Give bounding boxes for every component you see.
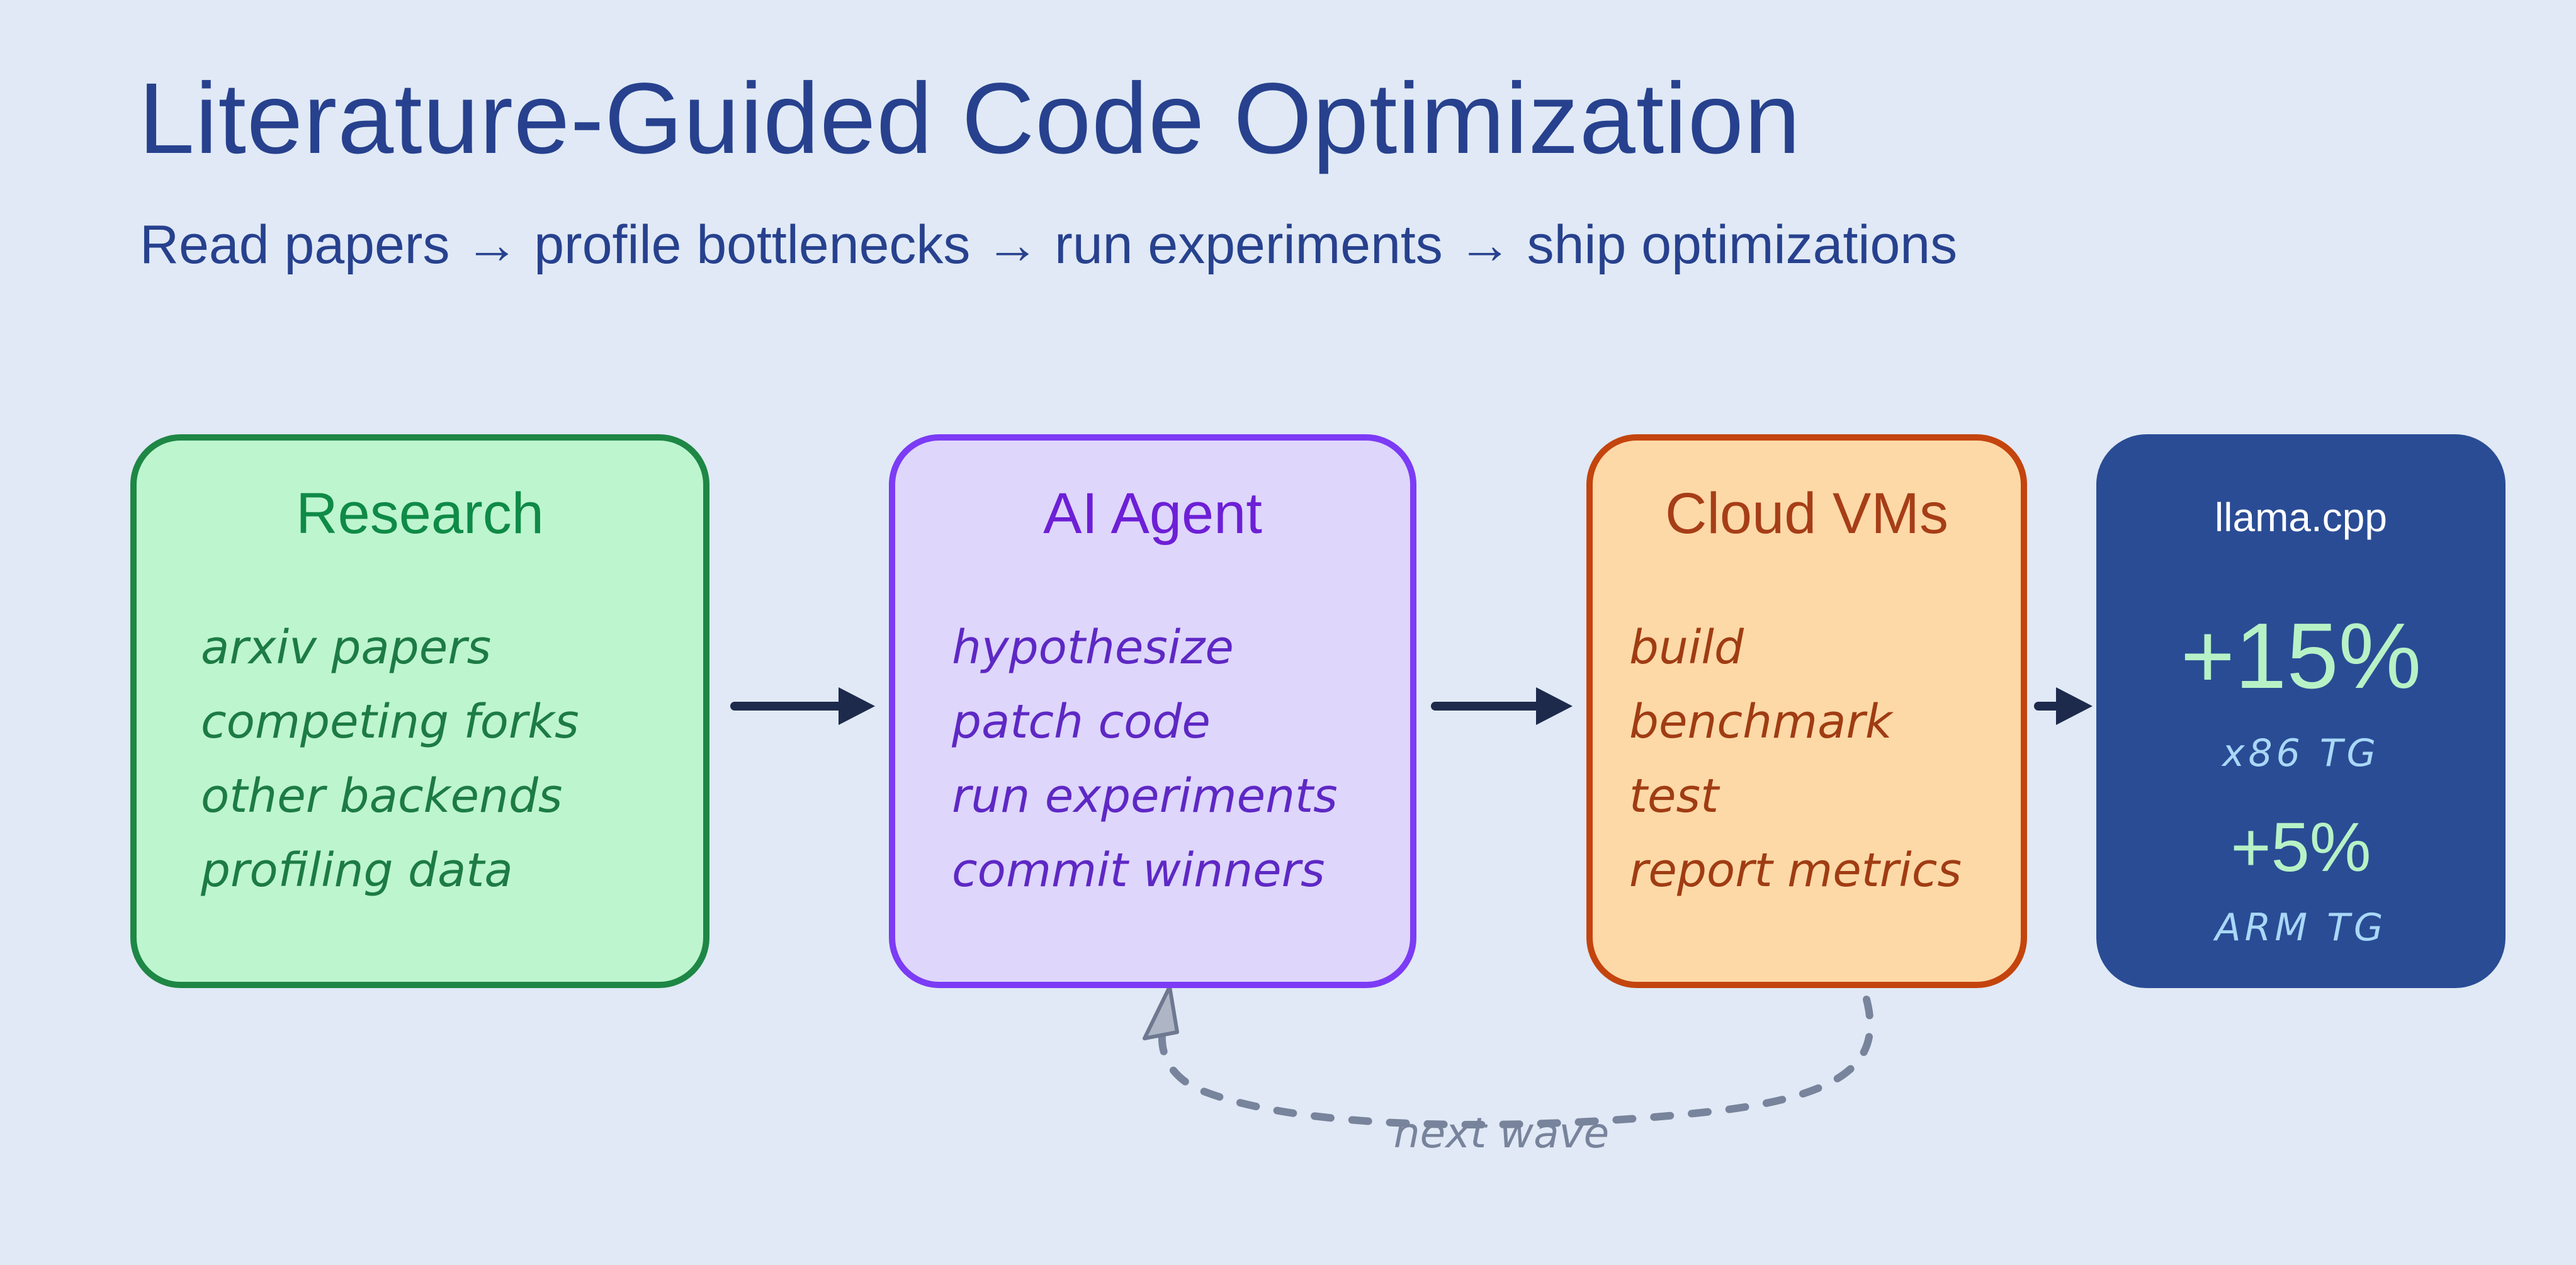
list-item: report metrics <box>1629 843 1962 897</box>
list-item: hypothesize <box>952 621 1234 675</box>
metric-arm-value: +5% <box>2230 809 2371 886</box>
list-item: build <box>1629 621 1744 675</box>
metric-x86-label: x86 TG <box>2222 731 2380 775</box>
arrow-cloud-to-llama <box>2034 687 2093 725</box>
list-item: run experiments <box>952 769 1338 823</box>
page-subtitle: Read papers → profile bottlenecks → run … <box>140 215 1958 275</box>
box-ai-agent-title: AI Agent <box>1043 481 1262 546</box>
arrow-research-to-agent <box>730 687 875 725</box>
list-item: commit winners <box>952 843 1325 897</box>
list-item: competing forks <box>201 695 579 749</box>
box-ai-agent: AI Agent hypothesize patch code run expe… <box>889 434 1416 988</box>
list-item: arxiv papers <box>201 621 492 675</box>
metric-arm-label: ARM TG <box>2215 906 2387 950</box>
next-wave-label: next wave <box>1393 1109 1610 1157</box>
box-research-title: Research <box>296 481 544 546</box>
list-item: patch code <box>952 695 1211 749</box>
box-research: Research arxiv papers competing forks ot… <box>130 434 709 988</box>
list-item: profiling data <box>201 843 513 897</box>
page-title: Literature-Guided Code Optimization <box>138 62 1801 174</box>
list-item: test <box>1629 769 1719 823</box>
box-ai-agent-items: hypothesize patch code run experiments c… <box>895 610 1410 908</box>
box-cloud-vms: Cloud VMs build benchmark test report me… <box>1586 434 2027 988</box>
list-item: benchmark <box>1629 695 1892 749</box>
list-item: other backends <box>201 769 563 823</box>
box-llama-cpp-title: llama.cpp <box>2215 495 2387 540</box>
box-cloud-vms-title: Cloud VMs <box>1665 481 1948 546</box>
next-wave-loop-arrow <box>1143 985 1874 1128</box>
loop-arrowhead-icon <box>1143 985 1179 1040</box>
box-cloud-vms-items: build benchmark test report metrics <box>1593 610 2021 908</box>
box-research-items: arxiv papers competing forks other backe… <box>137 610 703 908</box>
arrow-agent-to-cloud <box>1431 687 1573 725</box>
metric-x86-value: +15% <box>2180 604 2422 708</box>
box-llama-cpp: llama.cpp +15% x86 TG +5% ARM TG <box>2096 434 2505 988</box>
